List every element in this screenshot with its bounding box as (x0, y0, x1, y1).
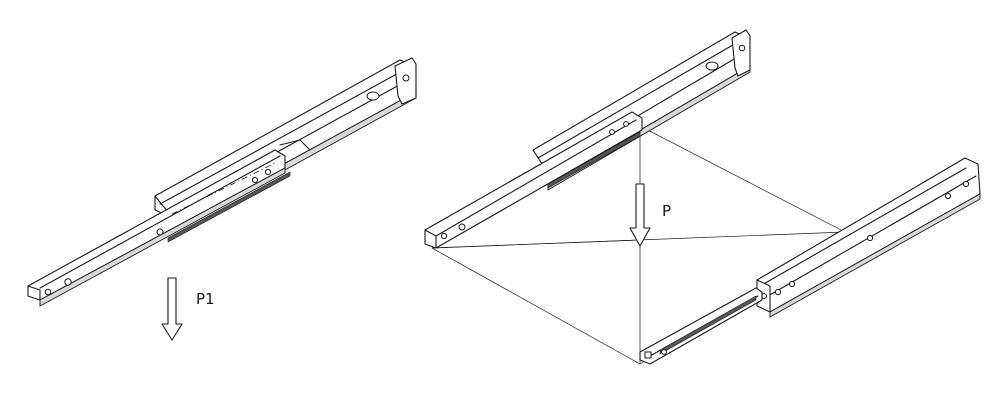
front-outer-rail (756, 157, 981, 313)
drawer-outline (431, 125, 846, 365)
rail-pair-assembly: P (424, 29, 981, 365)
inner-rail (27, 149, 286, 301)
load-arrow-p1 (161, 277, 183, 341)
load-label-p1: P1 (196, 290, 215, 308)
load-arrow-p (629, 183, 651, 247)
front-inner-rail (639, 287, 763, 365)
load-label-p: P (662, 202, 671, 220)
single-slide-rail: P1 (27, 57, 417, 341)
